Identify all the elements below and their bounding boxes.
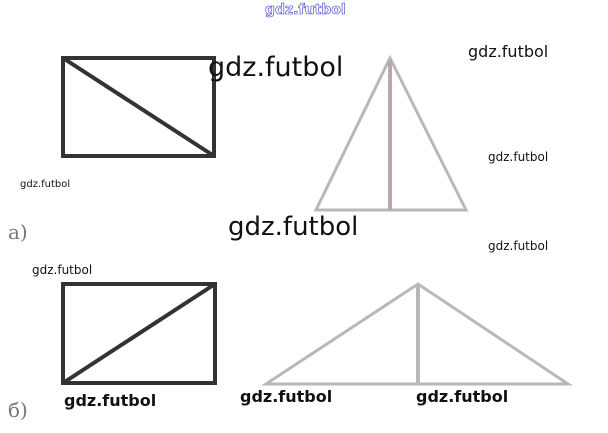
watermark: gdz.futbol [208,52,344,83]
watermark: gdz.futbol [64,391,157,410]
watermark: gdz.futbol [228,212,359,242]
header-watermark: gdz.futbol [265,2,346,19]
watermark: gdz.futbol [468,42,549,61]
rectangle-b [61,282,217,385]
watermark: gdz.futbol [20,179,71,190]
watermark: gdz.futbol [416,387,509,406]
watermark: gdz.futbol [488,239,549,253]
triangle-b [260,282,573,386]
label-b: б) [8,398,28,422]
diagonal-a [61,56,216,158]
label-a: а) [8,220,28,244]
rectangle-a [61,56,216,158]
watermark: gdz.futbol [32,263,93,277]
watermark: gdz.futbol [488,150,549,164]
watermark: gdz.futbol [240,387,333,406]
triangle-a [313,54,469,212]
diagonal-b [61,282,217,385]
